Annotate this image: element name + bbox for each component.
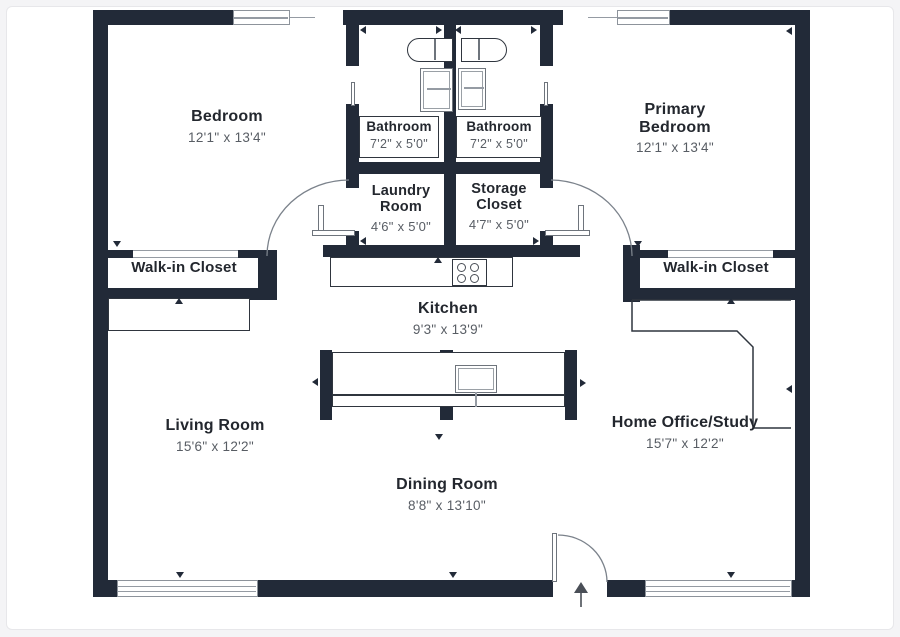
wall-segment [93, 288, 277, 300]
room-label-bedroom: Bedroom 12'1" x 13'4" [188, 108, 266, 145]
window [233, 10, 290, 25]
wall-segment [444, 174, 456, 245]
room-name: Dining Room [396, 476, 498, 493]
wall-segment [635, 250, 668, 258]
stove-icon [452, 259, 487, 286]
sink-vanity-icon [458, 68, 486, 110]
bathtub-icon [407, 38, 453, 62]
room-dimensions: 8'8" x 13'10" [408, 497, 486, 513]
room-label-primary-bedroom: Primary Bedroom 12'1" x 13'4" [620, 101, 730, 155]
room-label-walk-in-closet-left: Walk-in Closet [131, 259, 237, 277]
room-dimensions: 4'6" x 5'0" [370, 218, 432, 234]
room-dimensions: 15'7" x 12'2" [646, 435, 724, 451]
door-leaf [544, 82, 548, 106]
wall-segment [792, 580, 810, 597]
room-label-living-room: Living Room 15'6" x 12'2" [165, 417, 264, 454]
wall-segment [632, 288, 795, 300]
window [617, 10, 670, 25]
room-name: Living Room [165, 417, 265, 434]
office-nook-outline [631, 299, 791, 429]
door-leaf [552, 533, 557, 582]
island-counter-edge [332, 394, 565, 396]
wall-segment [93, 580, 117, 597]
room-name: Bathroom [466, 119, 532, 134]
room-name: Storage Closet [471, 181, 527, 213]
room-label-bathroom-right: Bathroom 7'2" x 5'0" [466, 119, 532, 151]
bathroom-label-box [456, 116, 542, 158]
wall-segment [540, 104, 553, 162]
room-name: Kitchen [417, 300, 479, 317]
door-swing-arc [550, 179, 633, 257]
door-swing-arc [266, 179, 350, 257]
room-dimensions: 7'2" x 5'0" [470, 136, 528, 151]
room-name: Walk-in Closet [131, 259, 237, 276]
room-label-home-office-study: Home Office/Study 15'7" x 12'2" [612, 414, 759, 451]
window-sill-line [588, 16, 617, 18]
window [645, 580, 792, 597]
room-name: Laundry Room [371, 183, 431, 215]
wall-segment [565, 350, 577, 420]
wall-segment [258, 580, 553, 597]
wall-segment [320, 350, 332, 420]
room-dimensions: 7'2" x 5'0" [370, 136, 428, 151]
door-leaf [312, 230, 355, 236]
wall-segment [607, 580, 645, 597]
opening-marker-icons [95, 26, 792, 578]
room-label-bathroom-left: Bathroom 7'2" x 5'0" [366, 119, 432, 151]
wall-segment [343, 10, 563, 25]
wall-segment [540, 174, 553, 188]
wall-segment [346, 174, 359, 188]
room-dimensions: 9'3" x 13'9" [412, 321, 484, 337]
room-name: Home Office/Study [611, 414, 759, 431]
wall-segment [108, 250, 133, 258]
room-label-laundry-room: Laundry Room 4'6" x 5'0" [364, 183, 438, 234]
wall-segment [346, 162, 553, 174]
wall-segment [93, 10, 233, 25]
wall-segment [258, 250, 277, 298]
room-name: Bedroom [191, 108, 263, 125]
room-label-walk-in-closet-right: Walk-in Closet [663, 259, 769, 277]
wall-segment [623, 245, 640, 302]
entry-arrow-icon [574, 582, 588, 607]
door-leaf [351, 82, 355, 106]
room-dimensions: 4'7" x 5'0" [468, 216, 530, 232]
wall-segment [346, 25, 359, 66]
kitchen-sink-icon [455, 365, 497, 393]
wall-segment [323, 245, 580, 257]
wall-segment [540, 25, 553, 66]
window-sill-line [290, 16, 315, 18]
room-label-dining-room: Dining Room 8'8" x 13'10" [396, 476, 498, 513]
sink-vanity-icon [420, 68, 453, 112]
wall-segment [346, 104, 359, 162]
wall-segment [238, 250, 277, 258]
window [117, 580, 258, 597]
room-dimensions: 12'1" x 13'4" [188, 129, 266, 145]
sliding-door [668, 250, 773, 258]
door-swing-arc [557, 534, 608, 583]
door-leaf [545, 230, 590, 236]
bathroom-label-box [359, 116, 439, 158]
wall-segment [795, 10, 810, 597]
sink-drain-line [475, 392, 477, 407]
kitchen-island [332, 352, 565, 407]
room-name: Walk-in Closet [663, 259, 769, 276]
room-name: Bathroom [366, 119, 432, 134]
room-name: Primary Bedroom [639, 101, 711, 136]
room-dimensions: 15'6" x 12'2" [176, 438, 254, 454]
room-label-kitchen: Kitchen 9'3" x 13'9" [413, 300, 483, 337]
wall-segment [670, 10, 810, 25]
sliding-door [133, 250, 238, 258]
wall-segment [773, 250, 795, 258]
room-dimensions: 12'1" x 13'4" [636, 140, 714, 156]
bathtub-icon [461, 38, 507, 62]
wall-segment [93, 10, 108, 597]
room-label-storage-closet: Storage Closet 4'7" x 5'0" [462, 181, 536, 232]
